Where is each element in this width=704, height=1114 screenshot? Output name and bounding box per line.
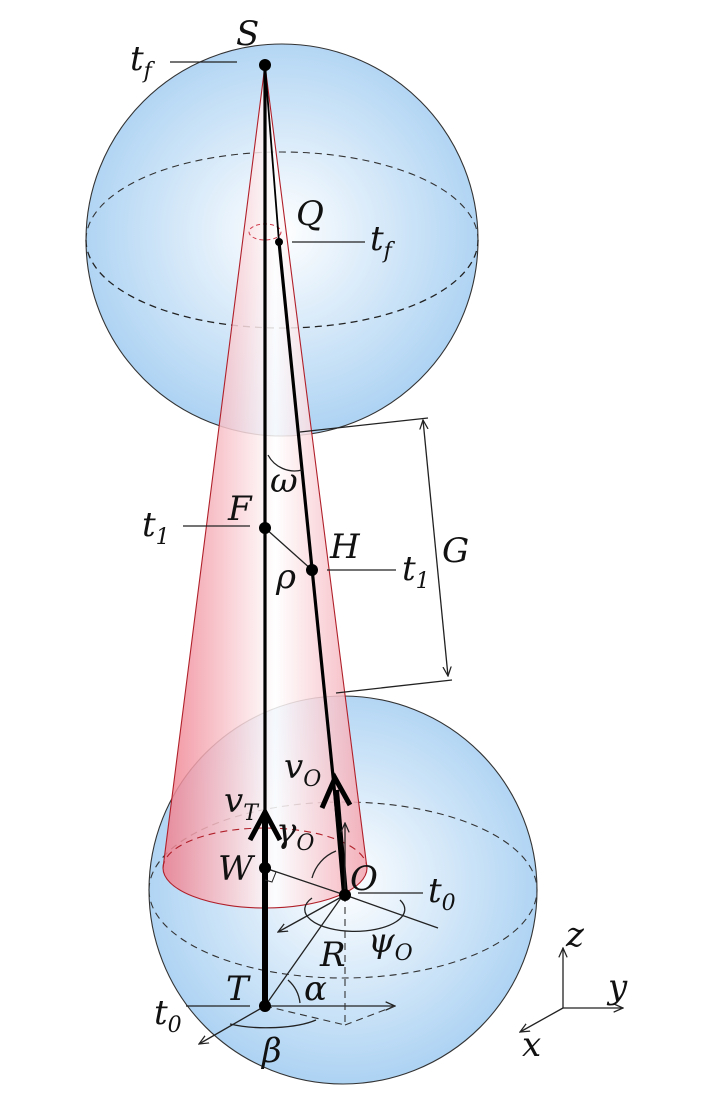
label-psi: ψO xyxy=(368,921,413,966)
point-F xyxy=(259,522,271,534)
label-G: G xyxy=(442,531,469,571)
coordinate-axes xyxy=(520,948,623,1032)
point-O xyxy=(339,889,351,901)
label-T: T xyxy=(226,969,251,1009)
label-axis-y: y xyxy=(606,967,628,1007)
label-alpha: α xyxy=(304,969,327,1009)
label-O: O xyxy=(350,859,378,899)
label-omega: ω xyxy=(270,461,298,501)
label-gamma: γO xyxy=(276,811,314,856)
label-axis-x: x xyxy=(522,1025,541,1065)
time-leaders xyxy=(170,61,423,1007)
point-T xyxy=(259,1000,271,1012)
label-W: W xyxy=(218,849,256,889)
label-t0-right: t0 xyxy=(428,871,456,916)
labels: S Q F H W O T R G ρ ω α β γO ψO vO vT tf… xyxy=(130,14,628,1071)
label-R: R xyxy=(319,935,346,975)
label-S: S xyxy=(236,14,259,54)
point-W xyxy=(259,862,271,874)
point-H xyxy=(306,564,318,576)
label-H: H xyxy=(329,527,361,567)
label-vT: vT xyxy=(224,781,260,826)
label-t0-left: t0 xyxy=(154,993,182,1038)
auxiliary-lines xyxy=(199,417,453,1044)
label-F: F xyxy=(227,489,253,529)
points xyxy=(259,59,351,1012)
label-beta: β xyxy=(260,1031,282,1071)
label-Q: Q xyxy=(296,194,324,234)
point-Q xyxy=(275,238,283,246)
label-t1-left: t1 xyxy=(142,505,170,550)
label-axis-z: z xyxy=(565,915,585,955)
label-vO: vO xyxy=(284,747,321,792)
label-rho: ρ xyxy=(275,557,296,597)
point-S xyxy=(259,59,271,71)
label-tf-left: tf xyxy=(130,39,156,84)
label-t1-right: t1 xyxy=(402,549,430,594)
